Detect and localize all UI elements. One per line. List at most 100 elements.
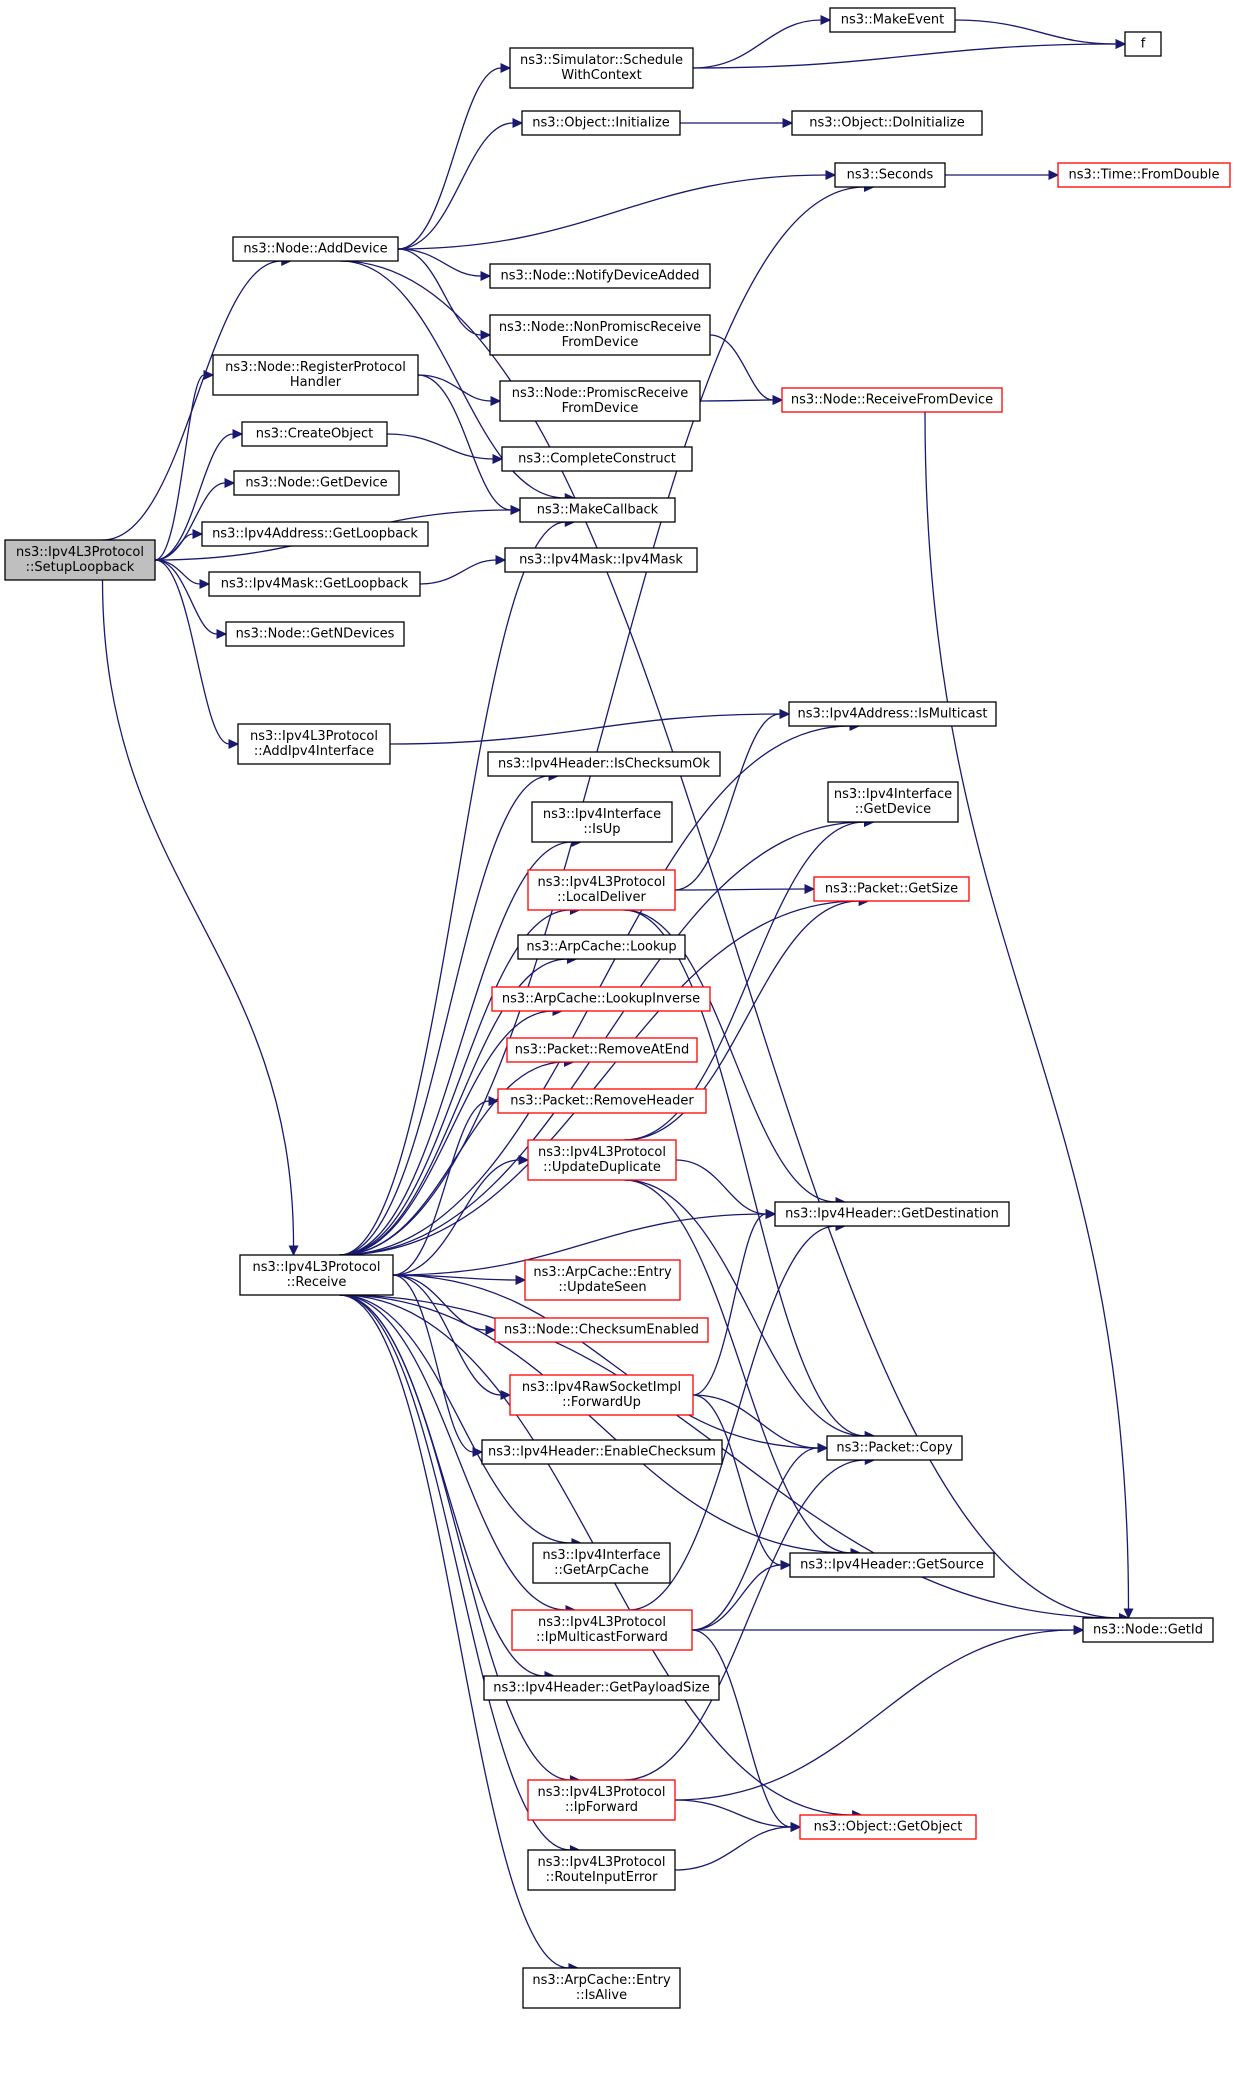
node-seconds[interactable]: ns3::Seconds [834, 162, 946, 188]
node-getid[interactable]: ns3::Node::GetId [1082, 1617, 1214, 1643]
node-ipv4mask[interactable]: ns3::Ipv4Mask::Ipv4Mask [504, 547, 698, 573]
edge-setup-to-getndev [154, 559, 218, 635]
node-removeatend[interactable]: ns3::Packet::RemoveAtEnd [506, 1037, 698, 1063]
node-removeheader[interactable]: ns3::Packet::RemoveHeader [497, 1088, 707, 1114]
node-label: ns3::Node::GetNDevices [236, 627, 395, 642]
node-label: ns3::Packet::RemoveHeader [510, 1094, 694, 1109]
node-box [501, 446, 693, 472]
arrowhead [817, 1443, 829, 1453]
node-lookupinv[interactable]: ns3::ArpCache::LookupInverse [491, 986, 711, 1012]
node-getndev[interactable]: ns3::Node::GetNDevices [225, 621, 405, 647]
node-label: ns3::Ipv4L3Protocol [538, 875, 666, 890]
edge-receive-to-lookupinv [339, 1010, 554, 1256]
edge-maskloop-to-ipv4mask [419, 559, 497, 585]
node-forwardup[interactable]: ns3::Ipv4RawSocketImpl::ForwardUp [509, 1374, 694, 1416]
node-label: ::IsAlive [576, 1988, 627, 2003]
node-box [774, 1201, 1010, 1227]
node-getsize[interactable]: ns3::Packet::GetSize [813, 876, 970, 902]
node-label: ns3::Ipv4Address::IsMulticast [798, 707, 988, 722]
node-box [532, 1542, 671, 1584]
node-getdevice[interactable]: ns3::Node::GetDevice [233, 470, 400, 496]
edge-ipforward-to-getid [674, 1629, 1075, 1801]
node-addif[interactable]: ns3::Ipv4L3Protocol::AddIpv4Interface [237, 723, 391, 765]
node-label: ns3::Ipv4RawSocketImpl [522, 1380, 681, 1395]
node-box [481, 1439, 723, 1465]
node-box [781, 387, 1003, 413]
node-maskloop[interactable]: ns3::Ipv4Mask::GetLoopback [208, 571, 421, 597]
node-label: ns3::Ipv4Header::IsChecksumOk [498, 757, 710, 772]
node-doinit[interactable]: ns3::Object::DoInitialize [791, 110, 983, 136]
node-box [789, 1552, 995, 1578]
arrowhead [510, 505, 522, 515]
node-label: ns3::Ipv4Mask::GetLoopback [221, 577, 409, 592]
node-getsource[interactable]: ns3::Ipv4Header::GetSource [789, 1552, 995, 1578]
edges-layer [101, 15, 1134, 1973]
node-checksumenabled[interactable]: ns3::Node::ChecksumEnabled [494, 1317, 709, 1343]
node-localdeliver[interactable]: ns3::Ipv4L3Protocol::LocalDeliver [527, 869, 676, 911]
node-label: ::IsUp [583, 822, 620, 837]
node-enablechecksum[interactable]: ns3::Ipv4Header::EnableChecksum [481, 1439, 723, 1465]
edge-adddev-to-makecallback [340, 260, 566, 499]
node-ifgetdev[interactable]: ns3::Ipv4Interface::GetDevice [827, 781, 959, 823]
node-lookup[interactable]: ns3::ArpCache::Lookup [517, 934, 686, 960]
node-ipmcast[interactable]: ns3::Ipv4L3Protocol::IpMulticastForward [511, 1609, 693, 1651]
arrowhead [804, 884, 816, 894]
edge-receive-to-forwardup [392, 1274, 502, 1396]
edge-updatedup-to-getsource [624, 1179, 852, 1554]
node-makeevent[interactable]: ns3::MakeEvent [829, 7, 956, 33]
node-getdest[interactable]: ns3::Ipv4Header::GetDestination [774, 1201, 1010, 1227]
node-label: Handler [290, 375, 342, 390]
node-completeconstruct[interactable]: ns3::CompleteConstruct [501, 446, 693, 472]
node-box [232, 236, 399, 262]
node-copy[interactable]: ns3::Packet::Copy [826, 1435, 963, 1461]
node-adddev[interactable]: ns3::Node::AddDevice [232, 236, 399, 262]
node-setup[interactable]: ns3::Ipv4L3Protocol::SetupLoopback [4, 539, 156, 581]
edge-routeinputerror-to-getobject [674, 1826, 792, 1871]
node-getobject[interactable]: ns3::Object::GetObject [799, 1814, 977, 1840]
node-label: ns3::Node::ChecksumEnabled [504, 1323, 699, 1338]
node-notifyadded[interactable]: ns3::Node::NotifyDeviceAdded [489, 263, 711, 289]
edge-receive-to-getsize [339, 900, 860, 1256]
node-label: ns3::Ipv4Header::GetSource [800, 1558, 984, 1573]
node-ipforward[interactable]: ns3::Ipv4L3Protocol::IpForward [527, 1779, 676, 1821]
node-isalive[interactable]: ns3::ArpCache::Entry::IsAlive [522, 1967, 681, 2009]
edge-adddev-to-schedule [397, 67, 502, 250]
node-label: ns3::Ipv4Header::GetPayloadSize [493, 1681, 710, 1696]
node-init[interactable]: ns3::Object::Initialize [521, 110, 681, 136]
node-updatedup[interactable]: ns3::Ipv4L3Protocol::UpdateDuplicate [527, 1139, 677, 1181]
edge-updatedup-to-copy [624, 1179, 866, 1437]
node-createobj[interactable]: ns3::CreateObject [241, 421, 388, 447]
edge-receive-to-ipmcast [339, 1294, 567, 1611]
node-makecallback[interactable]: ns3::MakeCallback [519, 497, 676, 523]
node-fromdouble[interactable]: ns3::Time::FromDouble [1057, 162, 1231, 188]
edge-receive-to-getdest [392, 1213, 767, 1276]
node-getarpcache[interactable]: ns3::Ipv4Interface::GetArpCache [532, 1542, 671, 1584]
node-recvfromdev[interactable]: ns3::Node::ReceiveFromDevice [781, 387, 1003, 413]
node-f[interactable]: f [1124, 31, 1162, 57]
node-isup[interactable]: ns3::Ipv4Interface::IsUp [531, 801, 673, 843]
edge-localdeliver-to-getdest [623, 909, 837, 1203]
node-box [517, 934, 686, 960]
node-label: ns3::Packet::RemoveAtEnd [515, 1043, 690, 1058]
node-receive[interactable]: ns3::Ipv4L3Protocol::Receive [239, 1254, 394, 1296]
edge-receive-to-ipforward [339, 1294, 571, 1781]
node-label: ::SetupLoopback [26, 560, 135, 575]
node-payloadsize[interactable]: ns3::Ipv4Header::GetPayloadSize [483, 1675, 720, 1701]
arrowhead [1048, 170, 1060, 180]
edge-ipmcast-to-getobject [691, 1629, 792, 1828]
arrowhead [765, 1209, 777, 1219]
edge-schedule-to-makeevent [692, 19, 822, 69]
node-addrloop[interactable]: ns3::Ipv4Address::GetLoopback [201, 521, 429, 547]
node-checksumok[interactable]: ns3::Ipv4Header::IsChecksumOk [487, 751, 721, 777]
node-ismulticast[interactable]: ns3::Ipv4Address::IsMulticast [788, 701, 997, 727]
node-label: ns3::Ipv4L3Protocol [538, 1615, 666, 1630]
node-routeinputerror[interactable]: ns3::Ipv4L3Protocol::RouteInputError [527, 1849, 676, 1891]
node-updateseen[interactable]: ns3::ArpCache::Entry::UpdateSeen [524, 1259, 681, 1301]
node-label: ns3::Ipv4Mask::Ipv4Mask [519, 553, 683, 568]
edge-nonpromisc-to-recvfromdev [709, 334, 774, 401]
node-box [225, 621, 405, 647]
